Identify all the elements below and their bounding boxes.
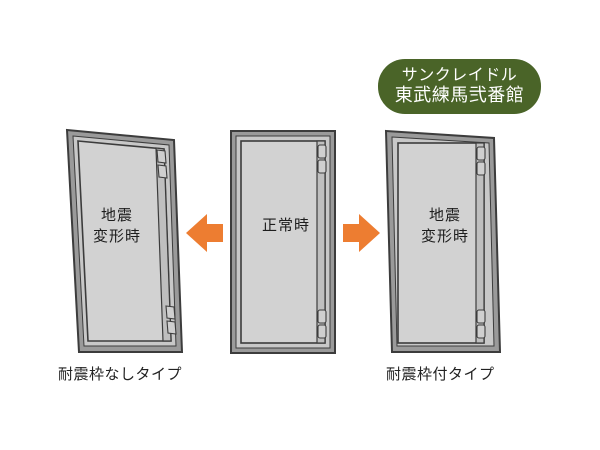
badge-line-2: 東武練馬弐番館 xyxy=(394,85,525,106)
door-left-label: 地震 変形時 xyxy=(92,208,141,245)
door-center xyxy=(230,130,336,354)
badge-line-1: サンクレイドル xyxy=(401,67,518,85)
door-center-hinge-top-1 xyxy=(317,144,327,159)
door-left xyxy=(65,128,184,353)
door-left-hinge-top-2 xyxy=(157,164,168,179)
door-left-hinge-bottom-2 xyxy=(166,320,177,335)
door-left-hinge-top-1 xyxy=(156,149,167,164)
door-center-label: 正常時 xyxy=(261,218,310,234)
door-right-hinge-top-1 xyxy=(476,146,486,161)
door-center-hinge-stile xyxy=(316,140,326,344)
property-name-badge: サンクレイドル 東武練馬弐番館 xyxy=(378,59,541,114)
door-center-hinge-bottom-2 xyxy=(317,324,327,339)
door-right-hinge-bottom-1 xyxy=(476,309,486,324)
left-arrow-icon xyxy=(186,214,223,252)
door-right-hinge-stile xyxy=(475,142,485,344)
door-center-hinge-bottom-1 xyxy=(317,309,327,324)
door-right-hinge-bottom-2 xyxy=(476,324,486,339)
door-right xyxy=(384,129,502,353)
caption-no-seismic-frame: 耐震枠なしタイプ xyxy=(58,367,183,383)
door-center-hinge-top-2 xyxy=(317,159,327,174)
door-right-hinge-top-2 xyxy=(476,161,486,176)
door-left-hinge-bottom-1 xyxy=(165,305,176,320)
caption-with-seismic-frame: 耐震枠付タイプ xyxy=(386,367,495,383)
right-arrow-icon xyxy=(343,214,380,252)
door-right-label: 地震 変形時 xyxy=(420,208,469,245)
door-left-hinge-stile xyxy=(155,147,172,342)
door-center-panel xyxy=(240,140,326,344)
